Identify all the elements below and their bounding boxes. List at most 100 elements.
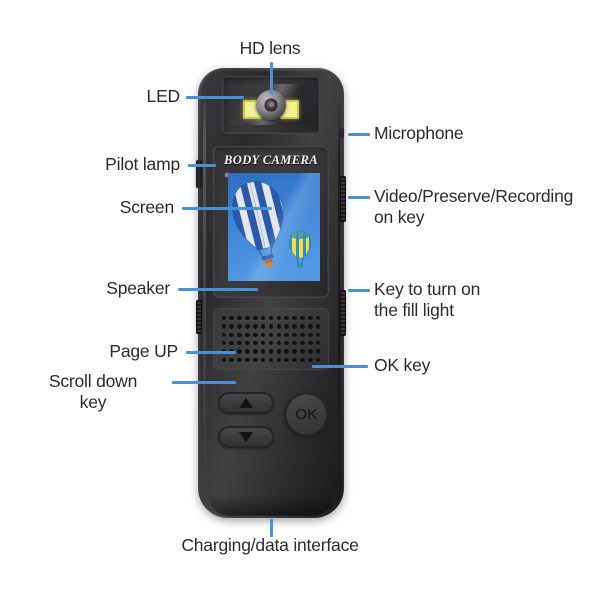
hd-lens-icon [256, 89, 286, 120]
speaker-dot [268, 324, 274, 329]
speaker-dot [292, 315, 297, 321]
label-page-up: Page UP [109, 341, 178, 361]
label-led: LED [146, 86, 181, 106]
speaker-dot [229, 357, 235, 363]
video-preserve-recording-key[interactable] [340, 176, 346, 222]
speaker-dot [276, 315, 282, 321]
speaker-dot [315, 349, 321, 354]
side-button-left-lower[interactable] [196, 300, 202, 334]
speaker-dot [307, 315, 313, 321]
device-right-rim-shadow [338, 98, 340, 478]
speaker-dot [276, 349, 282, 354]
triangle-up-icon [239, 398, 253, 408]
screen-display [228, 173, 320, 281]
speaker-dot [307, 332, 313, 338]
speaker-grille [213, 308, 329, 370]
leader-scroll-down [172, 381, 236, 384]
speaker-dot [300, 357, 305, 363]
label-ok-key: OK key [374, 355, 431, 375]
speaker-dot [237, 349, 242, 354]
leader-microphone [348, 133, 370, 136]
speaker-dot [292, 340, 297, 346]
speaker-dot [260, 315, 266, 321]
speaker-dot [284, 315, 289, 321]
speaker-dot [229, 315, 235, 321]
speaker-dot [260, 340, 266, 346]
speaker-dot [292, 357, 297, 363]
device-bottom-shading [208, 494, 334, 516]
speaker-dot [221, 324, 227, 329]
speaker-dot [268, 315, 274, 321]
speaker-dot [268, 349, 274, 354]
speaker-dot [260, 349, 266, 354]
speaker-dot [284, 357, 289, 363]
speaker-dot [315, 340, 321, 346]
speaker-dot [315, 332, 321, 338]
label-charging: Charging/data interface [181, 535, 359, 555]
leader-screen [182, 207, 272, 210]
speaker-dot [284, 332, 289, 338]
speaker-dot [300, 324, 305, 329]
speaker-dot [260, 357, 266, 363]
speaker-dot [229, 324, 235, 329]
speaker-dot [292, 324, 297, 329]
speaker-dot [245, 349, 250, 354]
leader-led [186, 96, 244, 99]
speaker-dot [253, 332, 258, 338]
speaker-dot [253, 357, 258, 363]
speaker-dot [229, 340, 235, 346]
speaker-dot [221, 340, 227, 346]
leader-video-key [348, 196, 370, 199]
speaker-dot [307, 349, 313, 354]
speaker-dot [284, 324, 289, 329]
speaker-dot [268, 332, 274, 338]
body-camera-device: BODY CAMERA [196, 68, 346, 518]
speaker-dot [276, 324, 282, 329]
speaker-dot [245, 332, 250, 338]
speaker-dot [307, 357, 313, 363]
ok-button[interactable]: OK [284, 392, 329, 437]
scroll-down-button[interactable] [218, 426, 274, 448]
label-fill-light-key: Key to turn on the fill light [374, 279, 481, 320]
speaker-dot [292, 349, 297, 354]
lens-center-dot [268, 102, 274, 107]
pilot-lamp-icon [225, 173, 229, 177]
speaker-dot [276, 340, 282, 346]
speaker-dot [276, 332, 282, 338]
leader-hd-lens [270, 62, 273, 94]
brand-text: BODY CAMERA [224, 153, 318, 167]
speaker-dot [245, 324, 250, 329]
label-hd-lens: HD lens [239, 38, 301, 58]
speaker-dot [315, 315, 321, 321]
speaker-dot [284, 340, 289, 346]
speaker-dot [260, 324, 266, 329]
leader-fill-light [348, 289, 370, 292]
speaker-dot [245, 340, 250, 346]
speaker-dot [253, 315, 258, 321]
speaker-dot [284, 349, 289, 354]
leader-ok-key [312, 365, 368, 368]
page-up-button[interactable] [218, 392, 274, 414]
leader-pilot-lamp [188, 164, 216, 167]
speaker-dot [292, 332, 297, 338]
speaker-dot [237, 324, 242, 329]
speaker-dot-matrix [220, 314, 322, 364]
speaker-dot [237, 340, 242, 346]
speaker-dot [307, 340, 313, 346]
side-button-left-upper[interactable] [196, 160, 202, 188]
speaker-dot [300, 349, 305, 354]
speaker-dot [307, 324, 313, 329]
balloon-scene [228, 173, 320, 281]
label-microphone: Microphone [374, 123, 464, 143]
speaker-dot [237, 332, 242, 338]
speaker-dot [229, 332, 235, 338]
speaker-dot [221, 315, 227, 321]
leader-charging [270, 519, 273, 537]
speaker-dot [237, 357, 242, 363]
lens-glass [264, 98, 278, 111]
fill-light-key[interactable] [340, 290, 346, 336]
speaker-dot [300, 340, 305, 346]
speaker-dot [245, 315, 250, 321]
label-video-key: Video/Preserve/Recording on key [374, 186, 574, 227]
